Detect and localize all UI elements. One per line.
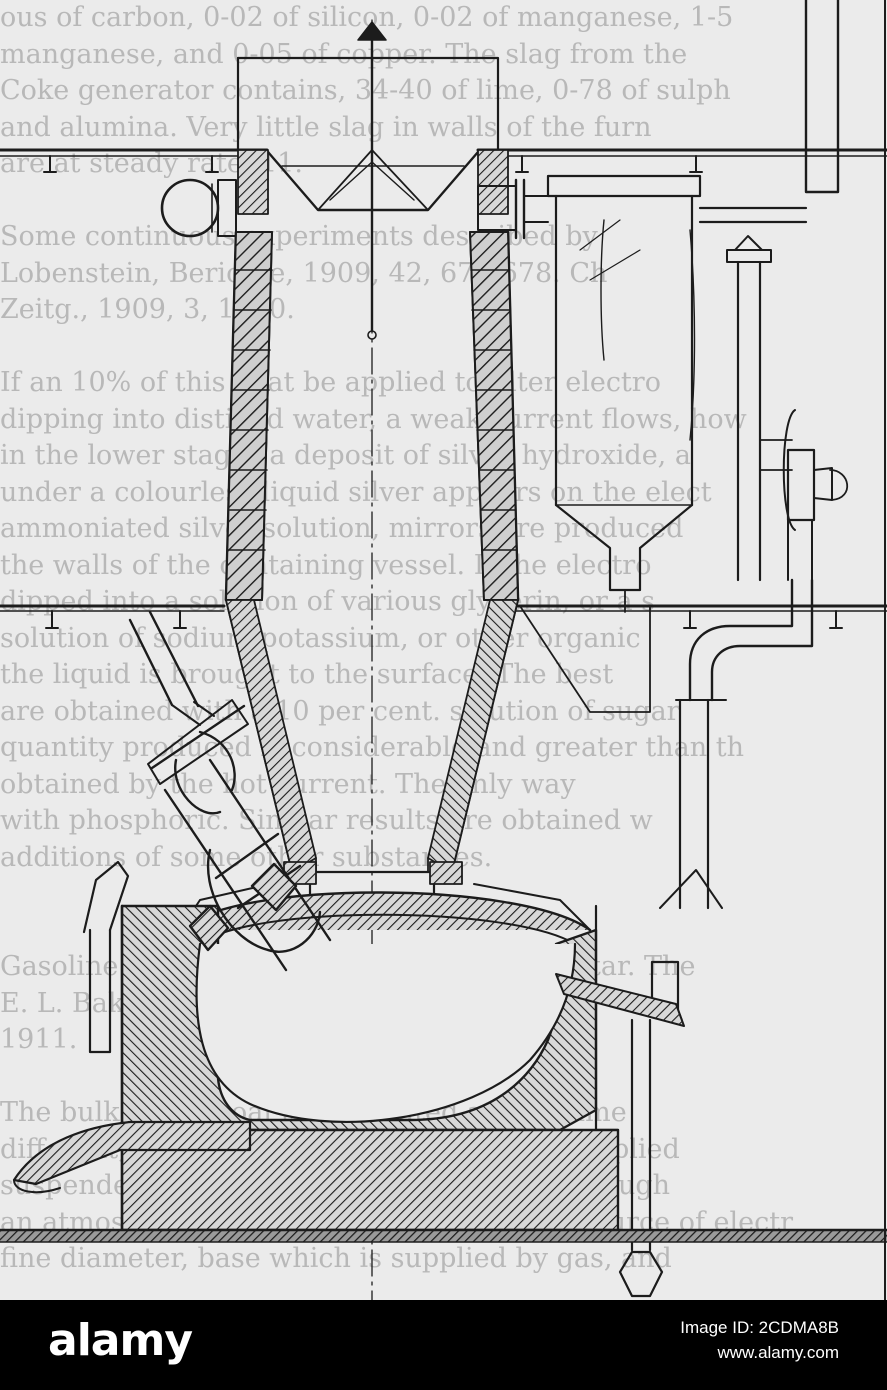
background-text-line: under a colourless liquid silver appears… [0,476,712,508]
background-text-line: and alumina. Very little slag in walls o… [0,111,652,143]
background-text-line: the walls of the containing vessel. If t… [0,549,652,581]
background-text-line: the liquid is brought to the surface. Th… [0,659,614,690]
alamy-logo: alamy [48,1315,193,1366]
background-text-line: If an 10% of this heat be applied to fil… [0,367,661,398]
background-text-line: manganese, and 0-05 of copper. The slag … [0,38,688,70]
watermark-banner [0,1300,887,1390]
background-text-line: dipping into distilled water, a weak cur… [0,403,747,435]
top-pointer [357,21,387,41]
image-id-label: Image ID: 2CDMA8B [680,1318,839,1337]
background-text-line: are obtained with a 10 per cent. solutio… [0,695,680,727]
background-text-line: ammoniated silver solution, mirrors are … [0,513,684,544]
background-text-line: 1911. [0,1024,78,1055]
background-text-line: in the lower stages a deposit of silver … [0,440,691,471]
diagram-plate: ous of carbon, 0-02 of silicon, 0-02 of … [0,0,887,1300]
background-text-line: with phosphoric. Similar results are obt… [0,805,653,836]
background-text-line: Coke generator contains, 34-40 of lime, … [0,75,731,106]
background-text-line: fine diameter, base which is supplied by… [0,1243,672,1274]
site-url-label[interactable]: www.alamy.com [717,1343,839,1362]
background-text-line: dipped into a solution of various glycer… [0,586,656,617]
furnace-diagram [0,0,887,1300]
